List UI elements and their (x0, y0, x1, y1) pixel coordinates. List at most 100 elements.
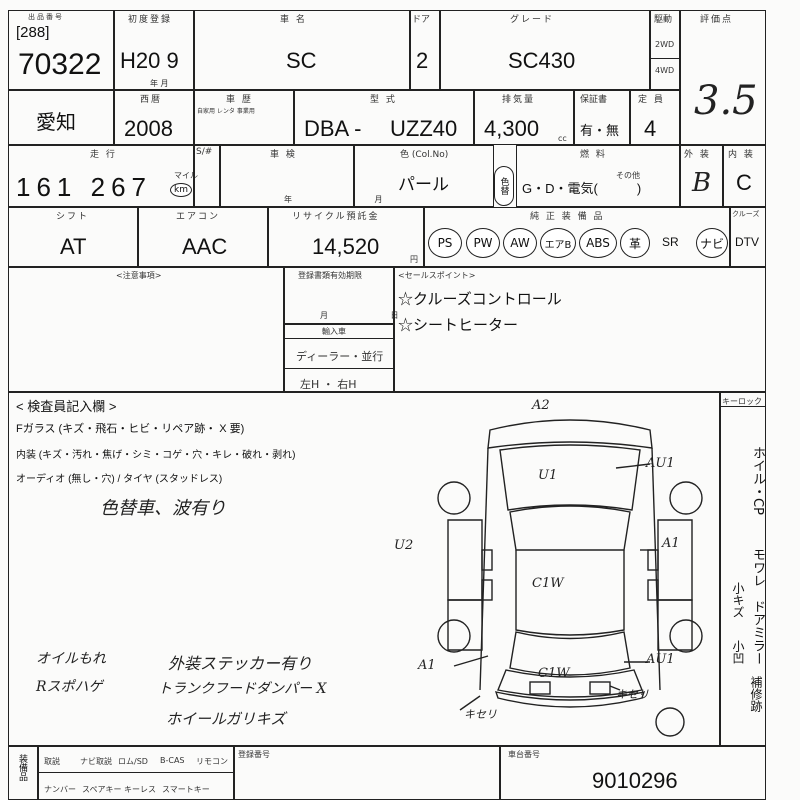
car-diagram (437, 419, 703, 737)
chassis-cell (194, 90, 294, 145)
drive-4wd: 4WD (655, 66, 675, 75)
doors-label: ドア (412, 15, 431, 25)
recycle-cell (268, 207, 424, 267)
ac-cell (138, 207, 268, 267)
audio-line: オーディオ (無し・穴) / タイヤ (スタッドレス) (16, 474, 223, 485)
model-label: 車 名 (280, 15, 307, 25)
fuel-label: 燃 料 (580, 150, 607, 160)
glass-line: Fガラス (キズ・飛石・ヒビ・リペア跡・ X 要) (16, 423, 245, 435)
lot-label: 出品番号 (28, 13, 64, 21)
inspector-cell (8, 392, 720, 746)
inspection-cell (220, 145, 354, 207)
warranty-label: 保証書 (580, 95, 608, 105)
interior-label: 内 装 (728, 150, 755, 160)
color-value: パール (398, 175, 449, 194)
equipment-airbag: エアB (540, 228, 576, 258)
ac-label: エアコン (176, 212, 221, 222)
interior-line: 内装 (キズ・汚れ・焦げ・シミ・コゲ・穴・キレ・破れ・剥れ) (16, 450, 296, 461)
shift-value: AT (60, 234, 87, 259)
displacement-cell (474, 90, 574, 145)
equipment-ps: PS (428, 228, 462, 258)
mark-u1: U1 (538, 468, 558, 483)
footer-acc-r2-0: ナンバー (44, 785, 76, 794)
warranty-value: 有・無 (580, 123, 620, 138)
year-value: 2008 (124, 116, 173, 141)
reg-deadline-suffix: 月 日 (320, 311, 429, 320)
model-cell (194, 10, 410, 90)
mark-a2: A2 (532, 398, 550, 413)
equipment-label: 純 正 装 備 品 (530, 212, 605, 222)
mark-a1-right: A1 (662, 536, 680, 551)
displacement-unit: cc (558, 134, 567, 143)
selling-point-2: ☆シートヒーター (398, 317, 519, 334)
capacity-label: 定 員 (638, 95, 665, 105)
chassis-sub: 自家用 レンタ 事業用 (197, 108, 255, 115)
shift-label: シフト (56, 212, 90, 222)
recycle-unit: 円 (410, 255, 418, 264)
mileage-cell (8, 145, 194, 207)
footer-acc-r2-2: キーレス (124, 785, 156, 794)
selling-cell (394, 267, 766, 392)
score-value: 3.5 (694, 78, 758, 124)
drive-2wd: 2WD (655, 40, 675, 49)
note-oil: オイルもれ (36, 651, 106, 667)
import-label: 輸入車 (322, 327, 346, 336)
import-handle: 左H ・ 右H (300, 378, 357, 391)
side-note-d: 小キズ (731, 582, 745, 618)
first-reg-cell (114, 10, 194, 90)
sticker-cell (194, 145, 220, 207)
footer-reg-cell (234, 746, 500, 800)
footer-reg-label: 登録番号 (238, 750, 270, 759)
cruise-cell (730, 207, 766, 267)
inspection-suffix: 年 月 (284, 195, 423, 204)
fuel-cell (516, 145, 680, 207)
interior-cell (723, 145, 766, 207)
footer-acc-r1-3: B-CAS (160, 756, 185, 765)
score-cell (680, 10, 766, 145)
type-prefix: DBA - (304, 116, 362, 141)
equipment-leather: 革 (620, 228, 650, 258)
inspector-label: < 検査員記入欄 > (16, 399, 117, 414)
region-value: 愛知 (36, 112, 76, 134)
import-dealer: ディーラー・並行 (296, 350, 384, 363)
warranty-cell (574, 90, 630, 145)
selling-label: <セールスポイント> (398, 271, 476, 280)
caution-label: <注意事項> (116, 271, 162, 280)
side-note-c: ドアミラー (750, 600, 765, 665)
type-code: UZZ40 (390, 116, 458, 141)
displacement-label: 排気量 (502, 95, 536, 105)
selling-point-1: ☆クルーズコントロール (398, 291, 562, 308)
mark-au1-rear: AU1 (646, 652, 675, 667)
reg-deadline-label: 登録書類有効期限 (298, 271, 362, 280)
footer-accessories-label: 装備品 (17, 754, 27, 781)
side-note-f: 補修跡 (749, 676, 763, 712)
exterior-cell (680, 145, 723, 207)
footer-acc-r1-1: ナビ取説 (80, 757, 112, 766)
note-colorchange: 色替車、波有り (100, 498, 226, 519)
footer-acc-r1-4: リモコン (196, 757, 228, 766)
keylock-label: キーロック (722, 397, 762, 406)
equipment-abs: ABS (579, 228, 617, 258)
first-reg-label: 初度登録 (128, 15, 173, 25)
equipment-aw: AW (503, 228, 537, 258)
exterior-label: 外 装 (684, 150, 711, 160)
note-trunk: トランクフードダンパー X (158, 681, 327, 697)
mileage-value: 161 267 (16, 172, 152, 202)
grade-value: SC430 (508, 48, 576, 73)
interior-value: C (736, 170, 752, 195)
displacement-value: 4,300 (484, 116, 540, 141)
mileage-label: 走 行 (90, 150, 117, 160)
note-wheel: ホイールガリキズ (166, 710, 286, 728)
sticker-label: S/# (196, 147, 213, 157)
recycle-value: 14,520 (312, 234, 380, 259)
caution-cell (8, 267, 284, 392)
cruise-label: クルーズ (732, 210, 760, 218)
note-spoiler: Rスポハゲ (36, 679, 103, 695)
lot-cell (8, 10, 114, 90)
mark-cut-right: キセリ (616, 688, 649, 701)
footer-vehicle-label: 車台番号 (508, 750, 540, 759)
capacity-value: 4 (644, 116, 657, 141)
mark-u2: U2 (394, 538, 414, 553)
drive-label: 駆動 (654, 15, 673, 25)
